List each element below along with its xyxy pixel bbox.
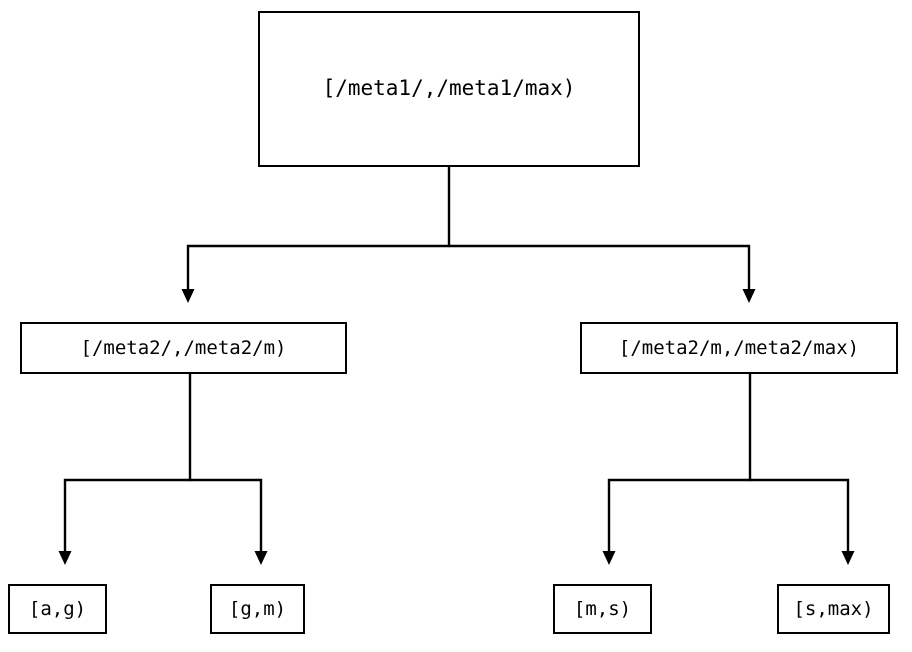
edge-mid-right-to-leaf-smax bbox=[750, 478, 855, 565]
arrowhead-icon bbox=[841, 551, 855, 565]
arrowhead-icon bbox=[742, 289, 756, 303]
node-root[interactable]: [/meta1/,/meta1/max) bbox=[258, 11, 640, 167]
node-leaf-gm[interactable]: [g,m) bbox=[210, 584, 305, 634]
node-mid-right-label: [/meta2/m,/meta2/max) bbox=[618, 336, 860, 359]
node-leaf-ms[interactable]: [m,s) bbox=[553, 584, 652, 634]
edge-mid-right-to-leaf-ms bbox=[602, 374, 752, 565]
node-mid-left[interactable]: [/meta2/,/meta2/m) bbox=[20, 322, 347, 374]
node-leaf-smax-label: [s,max) bbox=[793, 597, 874, 620]
arrowhead-icon bbox=[254, 551, 268, 565]
edge-root-to-mid-right bbox=[449, 244, 756, 303]
node-root-label: [/meta1/,/meta1/max) bbox=[322, 76, 576, 101]
edge-mid-left-to-leaf-ag bbox=[58, 374, 192, 565]
node-leaf-smax[interactable]: [s,max) bbox=[777, 584, 890, 634]
edge-root-to-mid-left bbox=[181, 167, 451, 303]
node-mid-left-label: [/meta2/,/meta2/m) bbox=[80, 336, 287, 359]
node-leaf-ms-label: [m,s) bbox=[573, 597, 632, 620]
arrowhead-icon bbox=[181, 289, 195, 303]
arrowhead-icon bbox=[602, 551, 616, 565]
node-leaf-ag-label: [a,g) bbox=[28, 597, 87, 620]
node-leaf-gm-label: [g,m) bbox=[228, 597, 287, 620]
node-mid-right[interactable]: [/meta2/m,/meta2/max) bbox=[580, 322, 898, 374]
node-leaf-ag[interactable]: [a,g) bbox=[8, 584, 107, 634]
arrowhead-icon bbox=[58, 551, 72, 565]
edge-mid-left-to-leaf-gm bbox=[190, 478, 268, 565]
